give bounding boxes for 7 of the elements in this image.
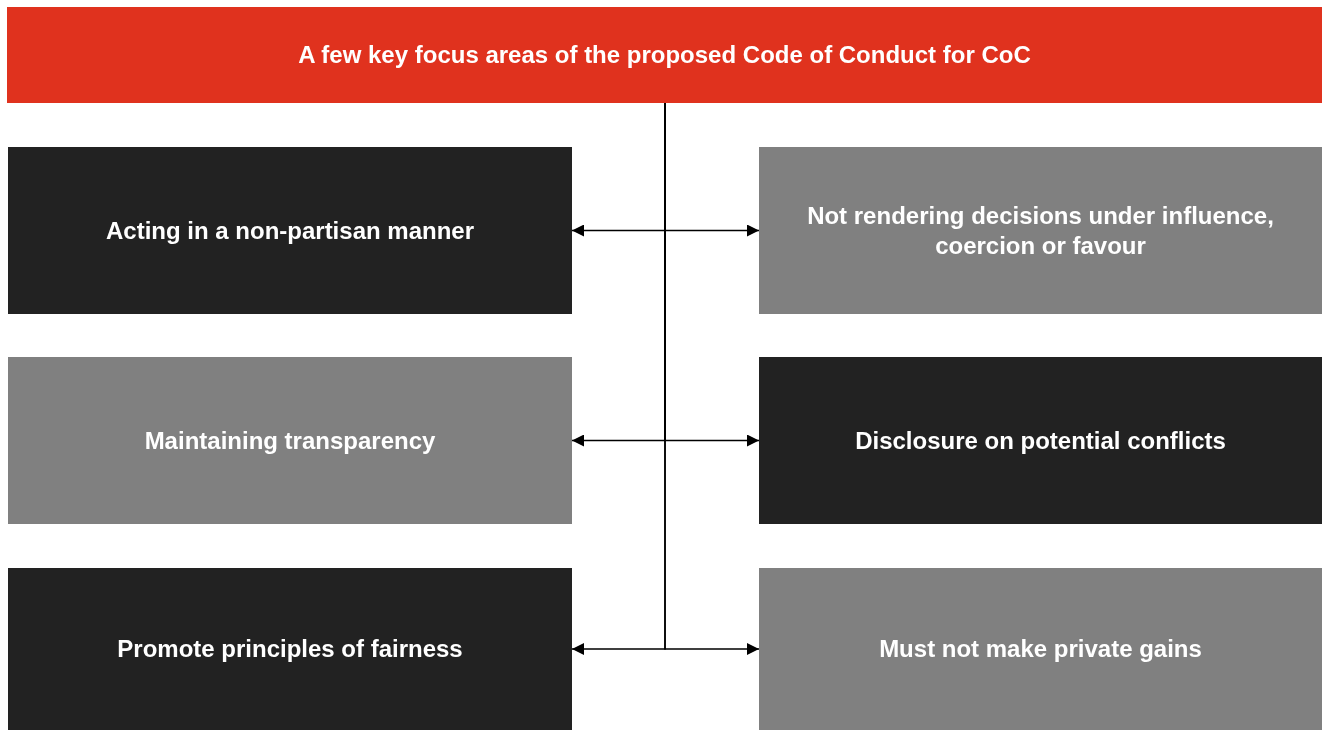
focus-box: Disclosure on potential conflicts	[759, 357, 1322, 524]
focus-box: Not rendering decisions under influence, coercion or favour	[759, 147, 1322, 314]
focus-box: Maintaining transparency	[8, 357, 572, 524]
focus-box: Promote principles of fairness	[8, 568, 572, 730]
focus-box: Acting in a non-partisan manner	[8, 147, 572, 314]
focus-box: Must not make private gains	[759, 568, 1322, 730]
header-banner: A few key focus areas of the proposed Code of Conduct for CoC	[7, 7, 1322, 103]
